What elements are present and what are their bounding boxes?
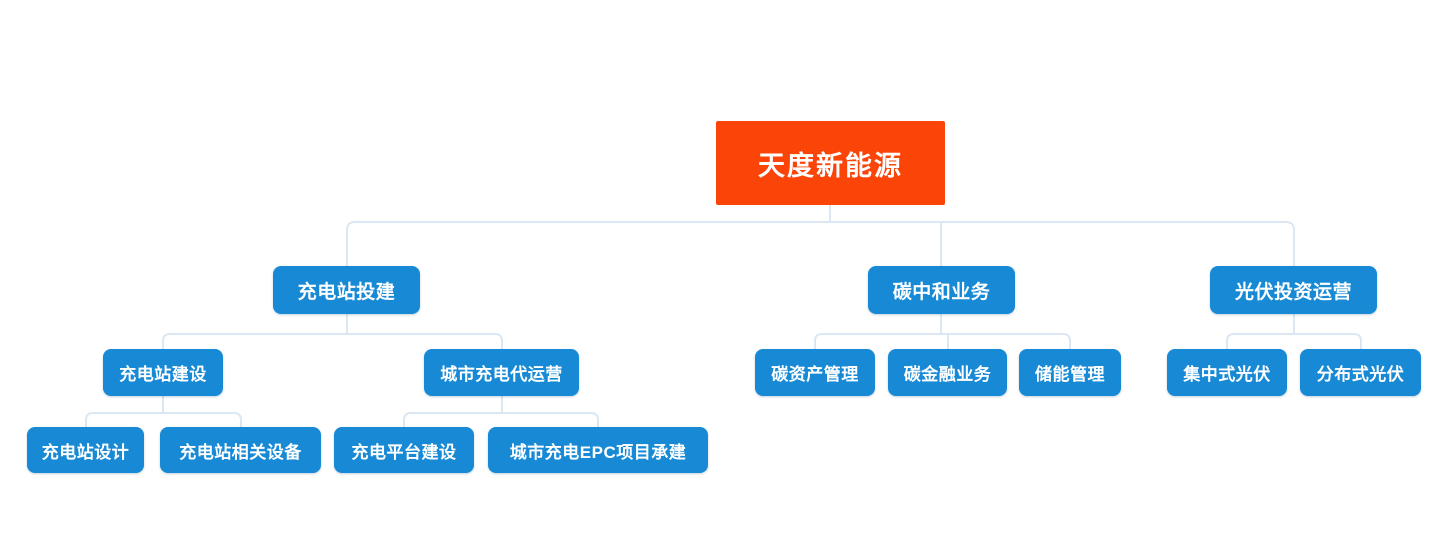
node-centralized-pv[interactable]: 集中式光伏 <box>1167 349 1287 396</box>
node-charging-platform-construction[interactable]: 充电平台建设 <box>334 427 474 473</box>
node-charging-station-investment[interactable]: 充电站投建 <box>273 266 420 314</box>
connector <box>814 333 1071 350</box>
node-pv-investment-operation[interactable]: 光伏投资运营 <box>1210 266 1377 314</box>
node-charging-station-equipment[interactable]: 充电站相关设备 <box>160 427 321 473</box>
node-charging-station-design[interactable]: 充电站设计 <box>27 427 144 473</box>
connector <box>346 221 1295 267</box>
node-energy-storage-management[interactable]: 储能管理 <box>1019 349 1121 396</box>
node-city-charging-operation[interactable]: 城市充电代运营 <box>424 349 579 396</box>
connector <box>403 412 599 428</box>
connector <box>85 412 242 428</box>
node-city-charging-epc-project[interactable]: 城市充电EPC项目承建 <box>488 427 708 473</box>
connector <box>162 333 503 350</box>
node-root[interactable]: 天度新能源 <box>716 121 945 205</box>
connector <box>1226 333 1362 350</box>
node-carbon-neutral-business[interactable]: 碳中和业务 <box>868 266 1015 314</box>
node-distributed-pv[interactable]: 分布式光伏 <box>1300 349 1421 396</box>
node-carbon-finance-business[interactable]: 碳金融业务 <box>888 349 1007 396</box>
node-charging-station-construction[interactable]: 充电站建设 <box>103 349 223 396</box>
node-carbon-asset-management[interactable]: 碳资产管理 <box>755 349 875 396</box>
